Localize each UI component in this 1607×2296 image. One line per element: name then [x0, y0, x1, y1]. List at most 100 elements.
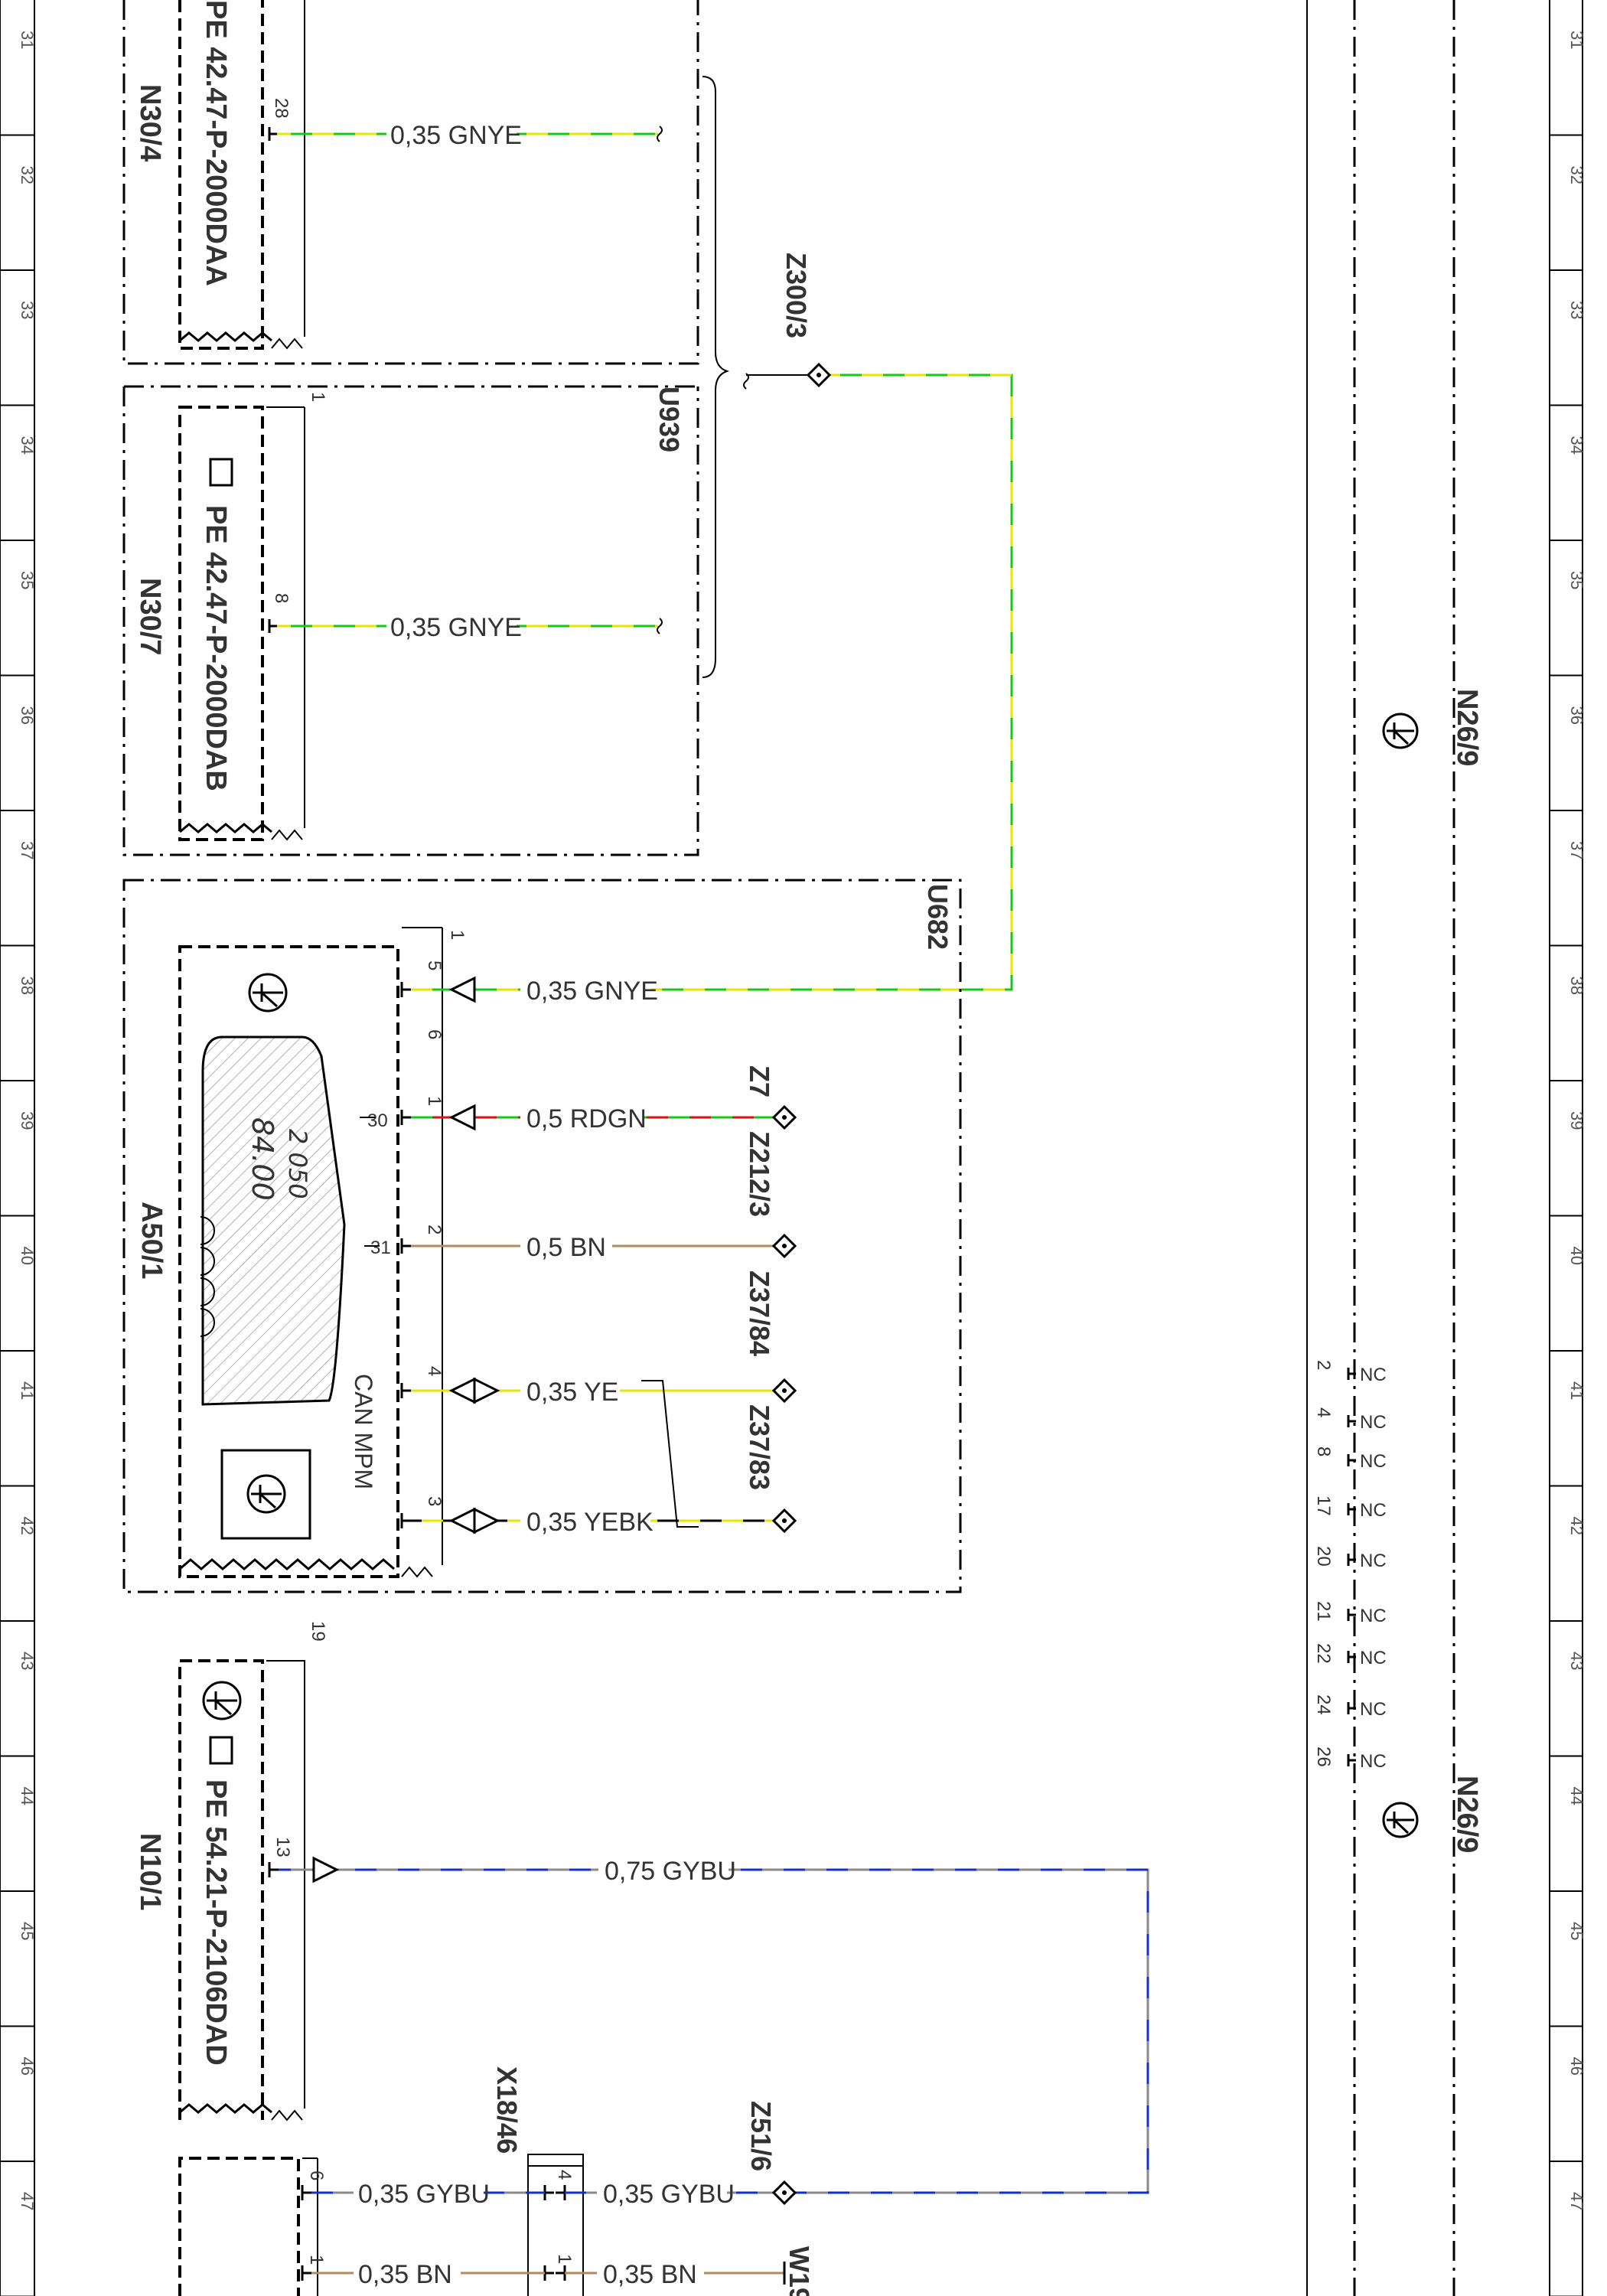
splice-z212-3: Z212/3: [744, 1131, 797, 1259]
a50-side-pin-30: 30: [367, 1110, 388, 1131]
nc-terminal: [1347, 1503, 1356, 1515]
wire-n10-pin13: 0,75 GYBU: [268, 1852, 1149, 2194]
wire-label-a50-pin4: 0,35 YE: [526, 1378, 618, 1407]
wire-a50-pin1: 0,5 RDGN: [411, 1100, 784, 1135]
ruler-number-left: 43: [18, 1652, 37, 1670]
a50-side-pin-31: 31: [370, 1238, 391, 1258]
instrument-display: 84.00 2 050: [200, 1035, 346, 1406]
connector-arrow-icon: [448, 1377, 476, 1404]
splice-z300-3: Z300/3: [643, 253, 1013, 991]
bracket-u939: U939: [654, 76, 730, 678]
n26-9-label-bottom: N26/9: [1451, 1776, 1483, 1853]
nc-label: NC: [1360, 1648, 1387, 1668]
ruler-number-right: 31: [1567, 31, 1586, 49]
z7-label: Z7: [744, 1065, 775, 1097]
wire-x18-pin4: 0,35 GYBU: [565, 2175, 784, 2210]
component-bottom-left: 6 1: [178, 2157, 327, 2296]
transistor-icon: [202, 1681, 242, 1720]
twisted-pair-mark: [641, 1380, 699, 1528]
display-value-2: 2 050: [283, 1129, 312, 1199]
nc-pin-number: 22: [1313, 1643, 1334, 1664]
ruler-number-left: 44: [18, 1787, 37, 1805]
splice-z7: Z7: [744, 1065, 797, 1130]
nc-label: NC: [1360, 1365, 1387, 1385]
nc-terminal: [1347, 1609, 1356, 1621]
z51-6-label: Z51/6: [745, 2101, 777, 2171]
ruler-number-left: 45: [18, 1922, 37, 1940]
nc-label: NC: [1360, 1551, 1387, 1571]
ruler-number-left: 41: [18, 1381, 37, 1400]
z212-3-label: Z212/3: [744, 1131, 775, 1217]
a50-pin-4: 4: [424, 1366, 445, 1376]
nc-pin-number: 17: [1313, 1495, 1334, 1516]
nc-pin-number: 20: [1313, 1546, 1334, 1567]
ruler-number-left: 31: [18, 31, 37, 49]
n30-7-part: PE 42.47-P-2000DAB: [200, 505, 232, 791]
connector-arrow-icon: [448, 976, 476, 1003]
transistor-icon: [1382, 713, 1419, 749]
nc-label: NC: [1360, 1412, 1387, 1433]
wire-label-n10-pin13: 0,75 GYBU: [605, 1857, 736, 1886]
wire-a50-pin4: 0,35 YE: [411, 1373, 784, 1408]
component-n26-9-bottom: N26/9: [1382, 1776, 1483, 1853]
wire-label-a50-pin1: 0,5 RDGN: [526, 1104, 647, 1133]
ruler-number-left: 42: [18, 1517, 37, 1535]
component-n30-7: PE 42.47-P-2000DAB N30/7 1 8: [122, 385, 699, 856]
nc-label: NC: [1360, 1606, 1387, 1626]
ruler-number-right: 44: [1567, 1787, 1586, 1805]
n10-1-part: PE 54.21-P-2106DAD: [200, 1779, 232, 2066]
ruler-number-left: 39: [18, 1111, 37, 1130]
a50-pin-5: 5: [424, 960, 445, 970]
z300-3-label: Z300/3: [781, 253, 812, 338]
ruler-number-left: 35: [18, 571, 37, 589]
a50-pin-6: 6: [424, 1029, 445, 1039]
n30-7-pin-1: 1: [308, 392, 328, 402]
wire-label-x18-pin4: 0,35 GYBU: [603, 2180, 735, 2209]
splice-z51-6: Z51/6: [745, 2101, 797, 2206]
a50-pin-1: 1: [447, 930, 468, 940]
nc-terminal: [1347, 1554, 1356, 1566]
n10-1-pin-13: 13: [272, 1837, 293, 1857]
nc-terminal: [1347, 1454, 1356, 1466]
connector-x18-46: X18/46 4 1: [491, 2066, 584, 2296]
a50-pin-2: 2: [424, 1225, 445, 1234]
wire-a50-pin5: 0,35 GNYE: [411, 972, 658, 1007]
z37-84-label: Z37/84: [744, 1270, 775, 1356]
wire-label-left-pin1: 0,35 BN: [358, 2260, 452, 2289]
nc-terminal: [1347, 1368, 1356, 1380]
n30-4-pin-28: 28: [271, 98, 292, 119]
x18-pin-4: 4: [554, 2170, 575, 2180]
n26-9-label-top: N26/9: [1451, 689, 1483, 766]
connector-arrow-icon: [312, 1856, 340, 1883]
wire-a50-pin2: 0,5 BN: [411, 1228, 784, 1264]
nc-label: NC: [1360, 1699, 1387, 1720]
wire-left-pin1: 0,35 BN: [311, 2255, 545, 2291]
ruler-number-right: 33: [1567, 301, 1586, 319]
ruler-number-left: 36: [18, 706, 37, 725]
a50-pin-3: 3: [424, 1496, 445, 1506]
ruler-number-left: 47: [18, 2192, 37, 2210]
nc-label: NC: [1360, 1751, 1387, 1772]
nc-label: NC: [1360, 1451, 1387, 1472]
nc-pin-number: 24: [1313, 1694, 1334, 1715]
nc-terminal: [1347, 1651, 1356, 1663]
ruler-number-right: 43: [1567, 1652, 1586, 1670]
n30-4-part: PE 42.47-P-2000DAA: [200, 0, 232, 286]
u682-label: U682: [922, 884, 953, 950]
ruler-number-right: 39: [1567, 1111, 1586, 1130]
nc-terminal: [1347, 1754, 1356, 1766]
x18-pin-1: 1: [554, 2254, 575, 2264]
component-n10-1: PE 54.21-P-2106DAD N10/1 19 13: [134, 1621, 328, 2122]
wire-label-n30-4: 0,35 GNYE: [390, 121, 522, 150]
nc-terminal: [1347, 1415, 1356, 1427]
grid-ruler-right: [1549, 0, 1583, 2296]
component-a50-1: 84.00 2 050 A50/1 CAN MPM 1 5 6 1 2 4 3 …: [135, 927, 468, 1578]
wire-label-left-pin6: 0,35 GYBU: [358, 2180, 490, 2209]
nc-pin-number: 21: [1313, 1601, 1334, 1622]
nc-pin-number: 4: [1313, 1407, 1334, 1417]
ruler-number-right: 36: [1567, 706, 1586, 725]
ruler-number-right: 40: [1567, 1247, 1586, 1265]
a50-1-code: A50/1: [135, 1202, 168, 1279]
